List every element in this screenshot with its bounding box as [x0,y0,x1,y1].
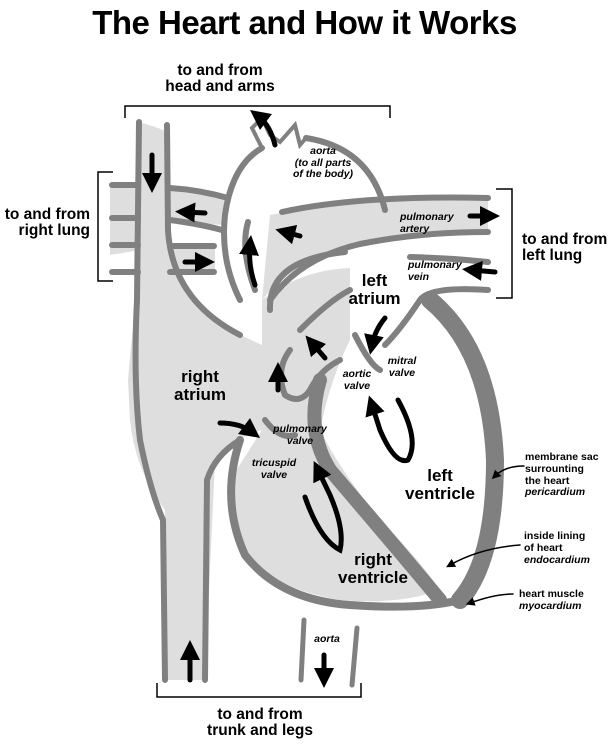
label-line: (to all parts [294,156,352,169]
pointer-endocardium [446,544,521,568]
arrow-aorta-up [250,109,278,148]
label-line: right lung [18,222,90,240]
arrow-rv-loop [302,460,344,554]
label-aorta-bottom: aorta [314,633,340,645]
label-trunk-legs: to and from trunk and legs [185,706,335,740]
label-left-lung: to and from left lung [522,231,609,265]
label-line: vein [408,270,430,283]
vena-cava [128,122,262,680]
arrow-pa-left [275,224,303,245]
label-tricuspid-valve: tricuspid valve [248,457,300,481]
pointer-myocardium [465,593,514,606]
label-line: left [427,466,453,485]
label-line: aortic [342,368,372,380]
bracket-left-lung [496,188,513,299]
annotation-term: myocardium [519,599,582,612]
annotation-myocardium: heart muscle myocardium [519,588,584,613]
label-pulmonary-artery: pulmonary artery [400,211,460,235]
annotation-line: heart muscle [519,588,584,600]
label-line: of the body) [292,168,354,181]
label-line: mitral [387,355,417,367]
label-line: ventricle [338,567,408,587]
label-line: trunk and legs [207,722,313,740]
annotation-pericardium: membrane sac surrounting the heart peric… [525,451,599,499]
annotation-line: membrane sac [525,451,599,463]
label-line: head and arms [165,78,275,96]
annotation-endocardium: inside lining of heart endocardium [524,530,590,566]
label-line: aorta [310,145,336,157]
label-left-ventricle: left ventricle [400,467,480,503]
label-right-lung: to and from right lung [0,206,90,240]
label-line: artery [400,222,430,235]
label-line: atrium [174,384,226,404]
bracket-head-arms [124,105,391,118]
bracket-trunk-legs [156,683,362,698]
annotation-line: surrounting [525,462,584,475]
arrow-right-lung-out [175,202,208,223]
label-line: valve [286,434,314,447]
label-aortic-valve: aortic valve [337,368,377,392]
label-line: tricuspid [251,457,297,469]
label-pulmonary-valve: pulmonary valve [270,423,330,447]
arrow-arch-up [239,235,259,288]
annotation-term: endocardium [524,553,590,566]
pulmonary-artery-fill [262,199,488,300]
arrow-pv-left [462,260,498,281]
label-line: left lung [522,247,583,265]
bracket-right-lung [97,171,113,282]
annotation-line: of heart [524,541,563,554]
label-line: to and from [177,62,263,79]
label-mitral-valve: mitral valve [382,355,422,379]
label-right-ventricle: right ventricle [333,551,413,587]
label-left-atrium: left atrium [342,272,407,308]
annotation-term: pericardium [525,486,586,499]
label-line: to and from [217,706,303,723]
label-line: ventricle [405,483,475,503]
label-line: valve [388,366,416,379]
label-line: to and from [522,231,608,248]
label-line: right [354,550,392,569]
label-line: valve [260,468,288,481]
label-head-arms: to and from head and arms [150,62,290,96]
arrow-aortic-up [305,335,328,361]
label-pulmonary-vein: pulmonary vein [408,259,468,283]
label-aorta-top: aorta (to all parts of the body) [288,145,358,181]
label-line: pulmonary [400,211,454,223]
label-right-atrium: right atrium [165,368,235,404]
arrow-ra-tricuspid [217,418,261,438]
label-line: left [361,271,388,290]
label-line: atrium [348,288,401,308]
label-line: right [181,367,219,386]
pointer-pericardium [491,465,525,480]
diagram-title: The Heart and How it Works [92,4,517,41]
label-line: valve [343,379,371,392]
flow-arrows [142,109,525,688]
arrow-la-down [364,315,388,355]
label-line: to and from [4,206,90,223]
annotation-line: inside lining [524,530,586,542]
label-line: pulmonary [408,259,462,271]
annotation-line: the heart [525,474,570,487]
label-line: pulmonary [273,423,327,435]
right-heart-fill [227,268,440,602]
arrow-lv-loop [365,395,415,464]
